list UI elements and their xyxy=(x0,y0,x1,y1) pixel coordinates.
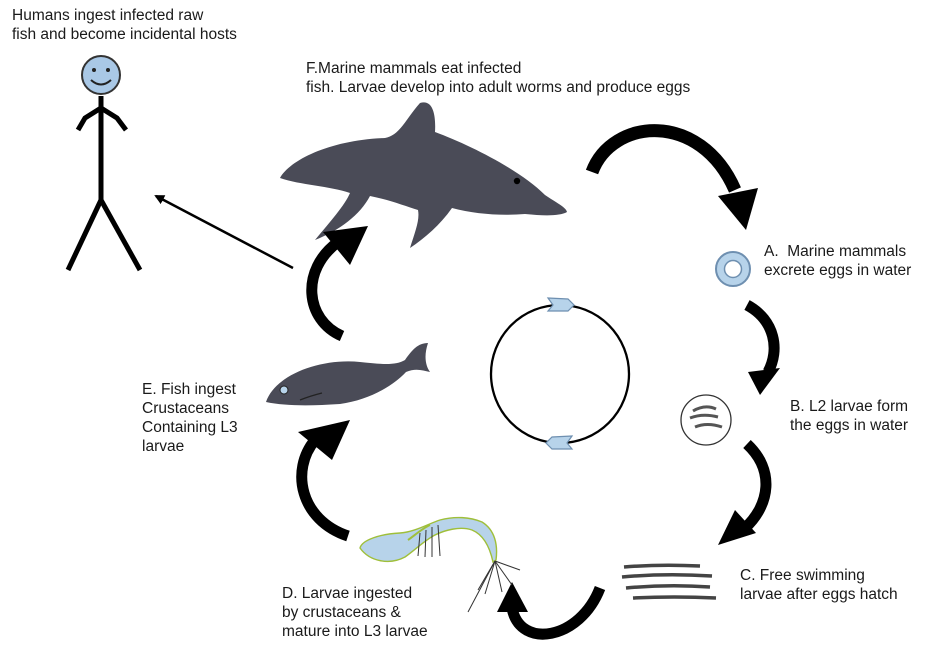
cycle-circle-icon xyxy=(491,298,629,449)
egg-b-icon xyxy=(681,395,731,445)
label-stage-b: B. L2 larvae form the eggs in water xyxy=(790,397,908,435)
arrow-e-to-f xyxy=(312,226,368,336)
label-stage-d: D. Larvae ingested by crustaceans & matu… xyxy=(282,584,428,641)
egg-a-icon xyxy=(716,252,750,286)
label-stage-e: E. Fish ingest Crustaceans Containing L3… xyxy=(142,380,238,456)
arrow-c-to-d xyxy=(497,582,600,634)
arrow-d-to-e xyxy=(298,420,350,536)
infection-arrow xyxy=(156,196,293,268)
larvae-c-icon xyxy=(622,565,716,598)
human-figure xyxy=(68,56,140,270)
label-stage-c: C. Free swimming larvae after eggs hatch xyxy=(740,566,898,604)
arrow-f-to-a xyxy=(592,131,758,230)
fish-icon xyxy=(266,343,430,405)
human-head-icon xyxy=(82,56,120,94)
label-stage-f: F.Marine mammals eat infected fish. Larv… xyxy=(306,59,690,97)
dolphin-icon xyxy=(280,102,567,248)
arrow-b-to-c xyxy=(718,444,766,545)
arrow-a-to-b xyxy=(747,305,780,395)
label-stage-a: A. Marine mammals excrete eggs in water xyxy=(764,242,911,280)
label-humans: Humans ingest infected raw fish and beco… xyxy=(12,6,237,44)
